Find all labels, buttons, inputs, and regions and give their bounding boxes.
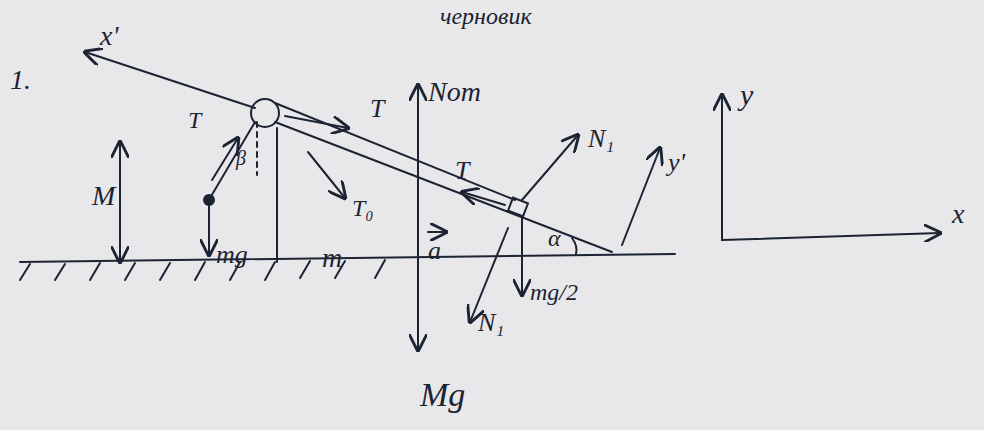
force-label: T <box>370 96 384 122</box>
force-label: T <box>455 158 469 184</box>
force-label: y' <box>668 150 685 176</box>
force-label: a <box>428 238 441 264</box>
tension-arrow <box>212 138 238 180</box>
angle-arc <box>572 238 577 254</box>
force-label: T <box>188 108 201 132</box>
vertical-dash <box>256 122 258 175</box>
force-label: x' <box>100 22 118 50</box>
ground-line <box>20 254 675 262</box>
force-label: Mg <box>420 378 465 412</box>
force-label: x <box>952 200 964 228</box>
y-axis <box>721 95 723 240</box>
force-label: N₁ <box>588 126 614 152</box>
block <box>508 198 528 217</box>
force-label: mg/2 <box>530 280 578 304</box>
force-arrow <box>470 228 508 322</box>
force-arrow <box>521 218 523 295</box>
force-label: β <box>236 148 246 168</box>
force-label: T₀ <box>352 196 374 220</box>
force-label: α <box>548 226 561 250</box>
pendulum-bob <box>204 195 214 205</box>
force-arrow <box>417 85 419 350</box>
force-label: mg <box>216 242 248 268</box>
tension-arrow <box>462 192 505 205</box>
wedge-side <box>276 128 278 262</box>
x-axis <box>722 233 940 240</box>
force-arrow <box>522 135 578 200</box>
x-prime-axis <box>85 52 255 108</box>
height-arrow <box>119 142 121 262</box>
tension-arrow <box>285 116 348 128</box>
gravity-arrow <box>208 205 210 255</box>
string <box>275 103 515 200</box>
force-label: N₁ <box>478 310 504 336</box>
y-prime-axis <box>622 148 660 245</box>
force-label: Nот <box>428 78 481 106</box>
force-label: m <box>322 244 342 272</box>
vector-mark <box>428 231 446 233</box>
force-label: M <box>92 182 115 210</box>
pendulum-string <box>210 122 255 198</box>
force-label: черновик <box>440 4 532 28</box>
force-label: y <box>740 80 753 110</box>
force-arrow <box>308 152 345 198</box>
incline <box>275 122 612 252</box>
force-label: 1. <box>10 66 31 94</box>
